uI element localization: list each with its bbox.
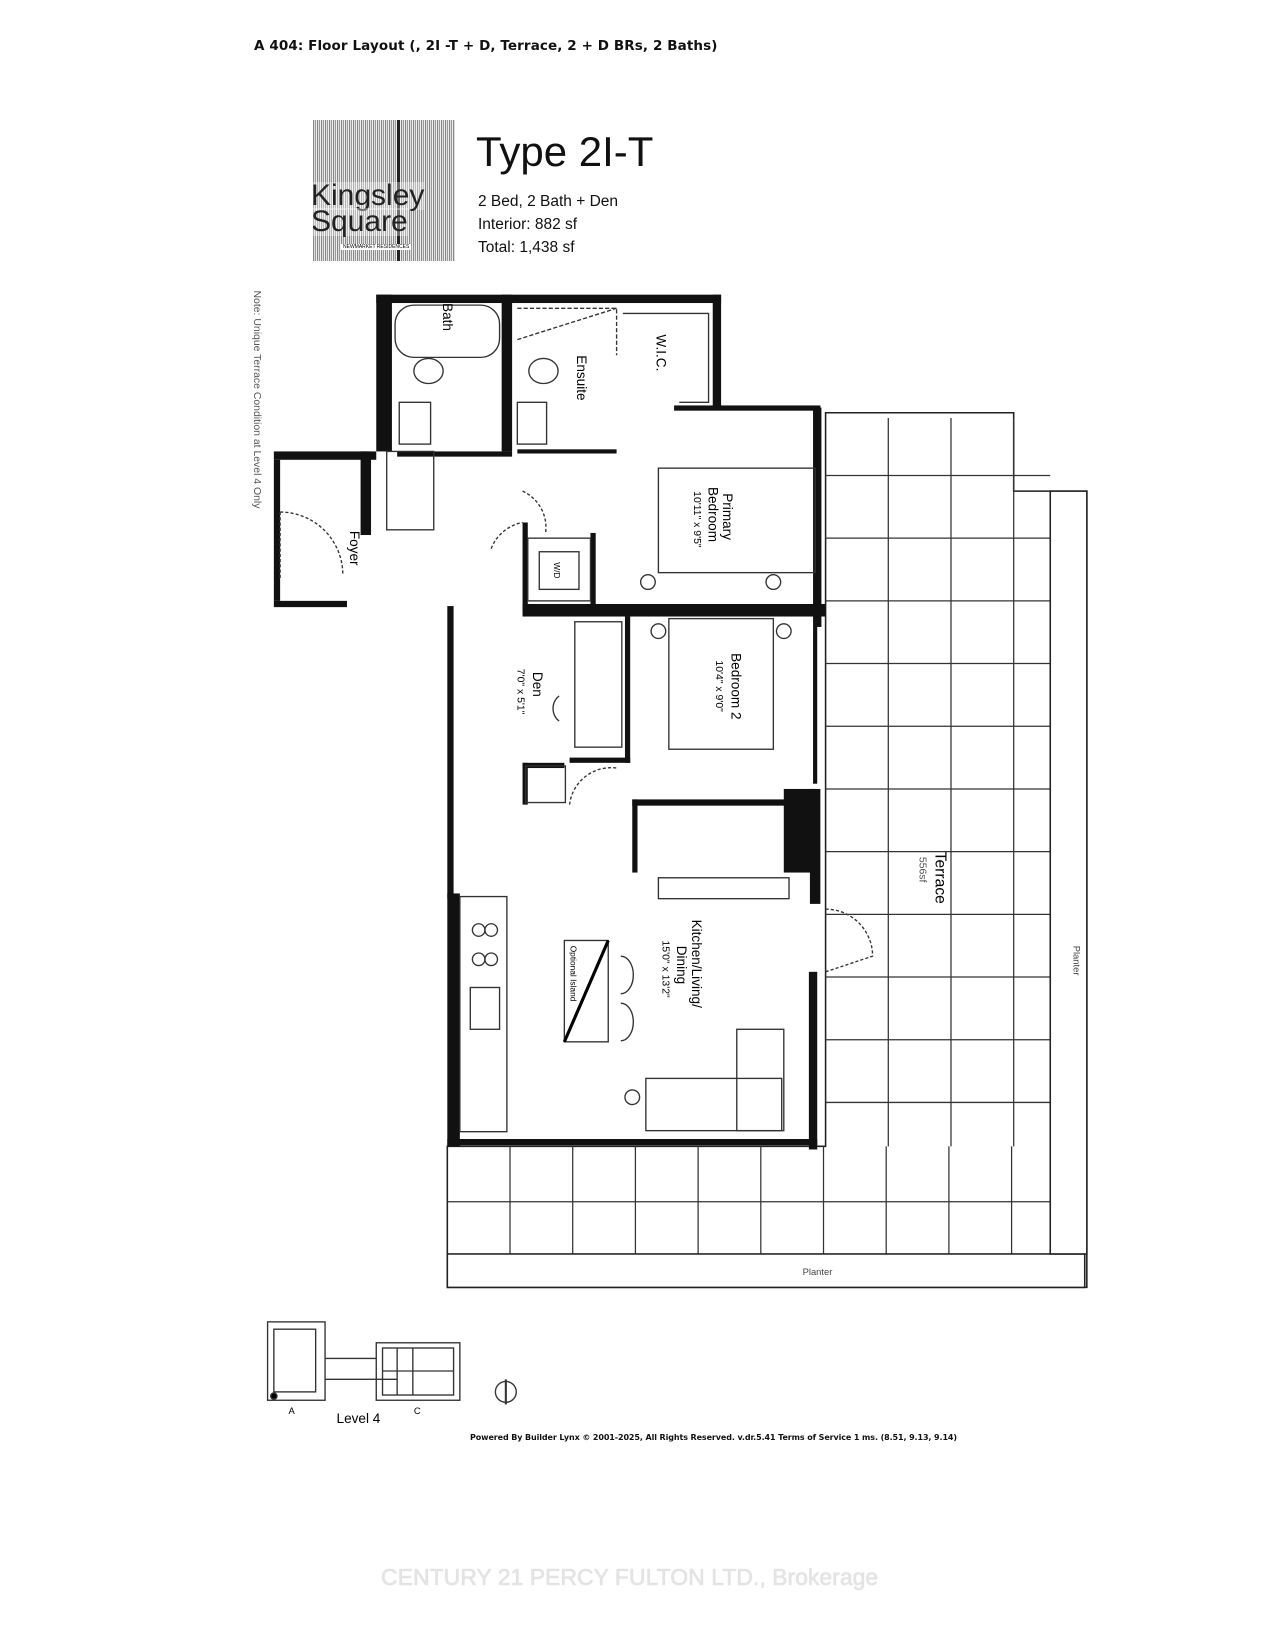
unit-total-area: Total: 1,438 sf: [478, 239, 575, 256]
room-primary-name: Primary: [720, 493, 735, 540]
terrace: Terrace 556sf Planter Planter: [446, 411, 1088, 1289]
logo-line-1: Kingsley: [313, 179, 425, 212]
footer-credits: Powered By Builder Lynx © 2001-2025, All…: [470, 1433, 957, 1442]
room-labels: Bath Ensuite W.I.C. Foyer Primary Bedroo…: [347, 303, 743, 1008]
terrace-area: 556sf: [917, 857, 928, 883]
room-primary-name-2: Bedroom: [706, 487, 721, 542]
key-plan-building-c: C: [414, 1405, 421, 1416]
page-header-title: A 404: Floor Layout (, 2I -T + D, Terrac…: [254, 38, 718, 54]
planter-right: [1049, 490, 1088, 1255]
logo-line-2: Square: [313, 205, 408, 238]
logo-tagline: NEWMARKET RESIDENCES: [341, 244, 412, 250]
room-primary-dim: 10'11" x 9'5": [691, 491, 702, 548]
kingsley-square-logo: Kingsley Square NEWMARKET RESIDENCES: [313, 120, 455, 261]
key-plan: [266, 1321, 517, 1405]
terrace-label: Terrace: [931, 852, 948, 904]
optional-island-label: Optional Island: [569, 946, 579, 1002]
room-den-name: Den: [530, 672, 545, 697]
walls: [273, 294, 826, 1150]
planter-bottom: [446, 1253, 1086, 1289]
key-plan-building-a: A: [288, 1405, 295, 1416]
room-ensuite: Ensuite: [574, 355, 589, 400]
fixtures: [279, 304, 874, 1133]
unit-interior-area: Interior: 882 sf: [478, 216, 578, 233]
planter-right-label: Planter: [1071, 946, 1082, 976]
unit-type-title: Type 2I-T: [476, 128, 654, 175]
washer-dryer-label: W/D: [552, 562, 562, 578]
optional-island-strike: [562, 939, 610, 1043]
room-wic: W.I.C.: [653, 334, 668, 371]
terrace-note: Note: Unique Terrace Condition at Level …: [251, 291, 262, 510]
unit-beds-baths: 2 Bed, 2 Bath + Den: [478, 193, 619, 210]
key-plan-level: Level 4: [337, 1411, 381, 1426]
room-bedroom2-dim: 10'4" x 9'0": [713, 660, 724, 712]
brokerage-watermark: CENTURY 21 PERCY FULTON LTD., Brokerage: [381, 1564, 879, 1590]
room-foyer: Foyer: [347, 531, 362, 566]
room-kitchen-name-2: Dining: [674, 946, 689, 985]
room-kitchen-dim: 15'0" x 13'2": [660, 940, 671, 998]
room-bedroom2-name: Bedroom 2: [729, 653, 744, 719]
planter-bottom-label: Planter: [803, 1266, 833, 1277]
room-kitchen-name: Kitchen/Living/: [689, 920, 704, 1009]
room-bath: Bath: [440, 303, 455, 331]
room-den-dim: 7'0" x 5'1": [514, 669, 525, 715]
